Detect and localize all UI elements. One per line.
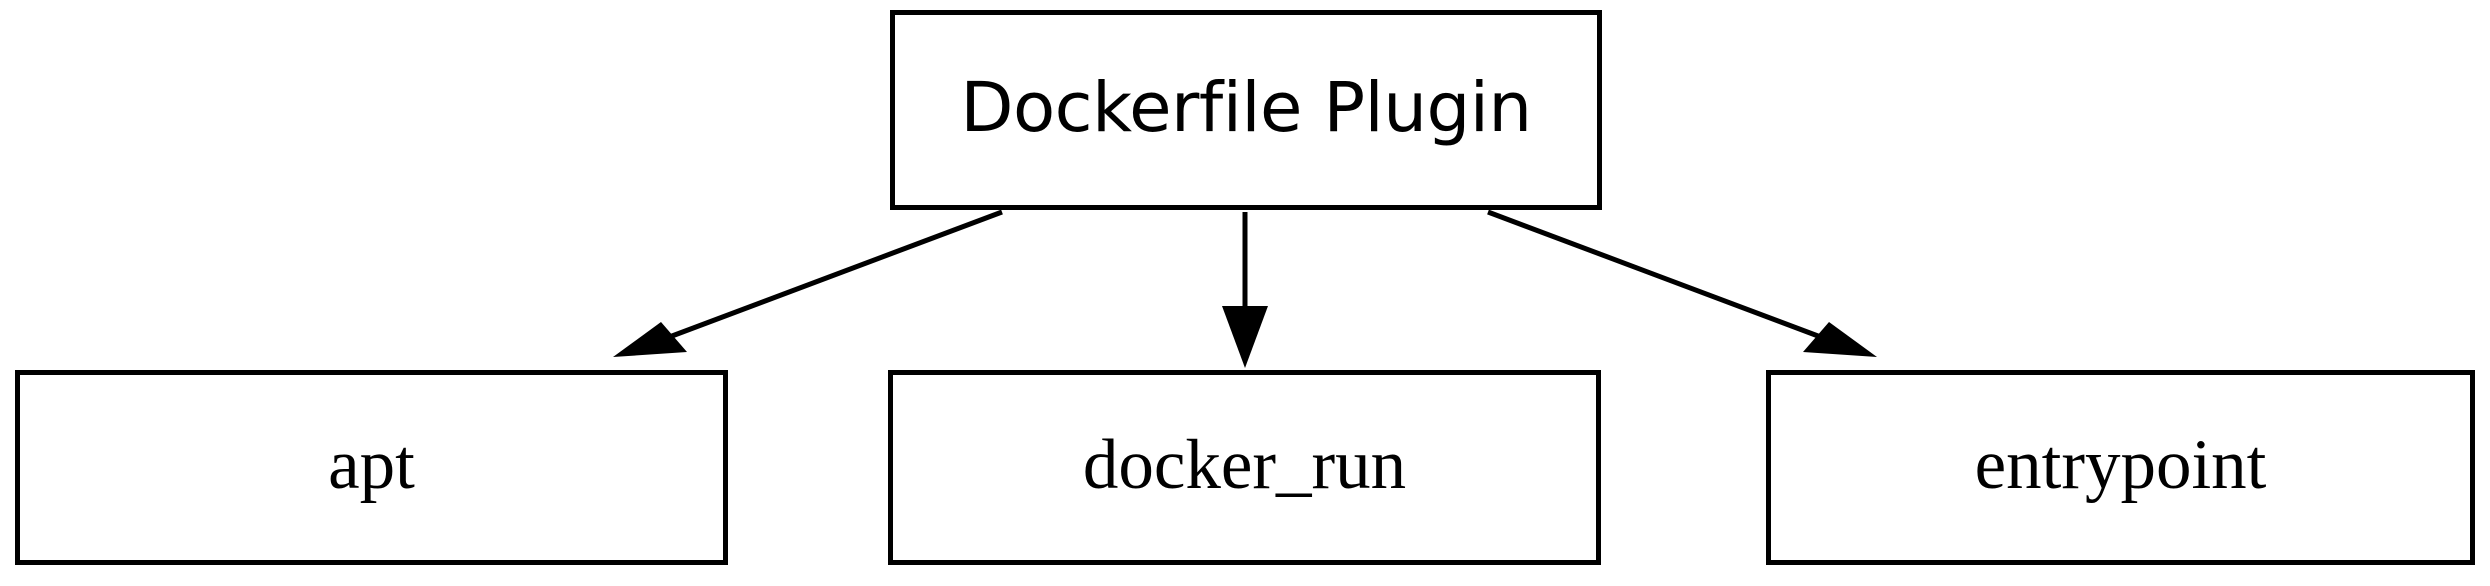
edge-root-to-apt-arrowhead [613, 322, 687, 357]
edge-root-to-docker-run [1222, 212, 1268, 368]
node-label-entrypoint: entrypoint [1974, 426, 2267, 504]
edge-root-to-apt [613, 209, 1003, 357]
edge-root-to-apt-line [647, 209, 1003, 348]
node-entrypoint[interactable]: entrypoint [1766, 370, 2475, 565]
node-apt[interactable]: apt [15, 370, 728, 565]
node-label-docker-run: docker_run [1082, 426, 1407, 504]
edge-root-to-entrypoint-line [1487, 209, 1843, 348]
node-dockerfile-plugin[interactable]: Dockerfile Plugin [890, 10, 1602, 210]
edge-root-to-docker-run-arrowhead [1222, 306, 1268, 368]
node-label-apt: apt [328, 426, 415, 504]
edge-root-to-entrypoint [1487, 209, 1877, 357]
edge-root-to-entrypoint-arrowhead [1803, 322, 1877, 357]
node-label-dockerfile-plugin: Dockerfile Plugin [960, 67, 1532, 148]
node-docker-run[interactable]: docker_run [888, 370, 1601, 565]
